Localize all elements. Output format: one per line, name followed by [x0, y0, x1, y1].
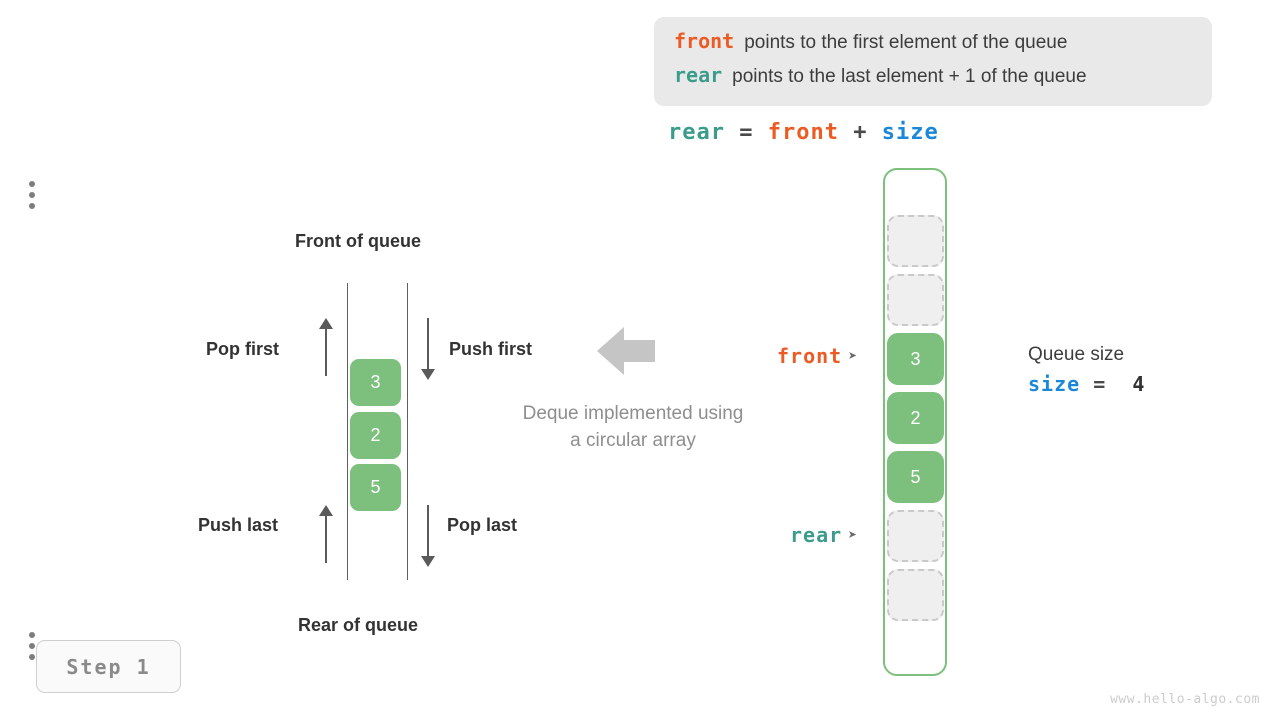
arrow-up-icon-pop-first — [318, 318, 334, 376]
step-badge: Step 1 — [36, 640, 181, 693]
diagram-caption: Deque implemented using a circular array — [493, 400, 773, 454]
pointer-front: front ➤ — [777, 344, 858, 368]
array-slot-3: 2 — [887, 392, 944, 444]
caption-line-2: a circular array — [570, 430, 696, 451]
legend-text-front: points to the first element of the queue — [744, 32, 1068, 53]
formula-operand-size: size — [881, 120, 939, 145]
array-slot-5 — [887, 510, 944, 562]
deque-title-rear: Rear of queue — [298, 615, 419, 635]
array-slot-value: 3 — [910, 348, 921, 369]
left-arrow-icon — [597, 327, 655, 375]
deque-cell-0: 3 — [350, 359, 401, 406]
pointer-arrow-icon: ➤ — [848, 347, 859, 365]
size-value: 4 — [1132, 372, 1146, 396]
deque-rail-right — [407, 283, 408, 580]
pointer-arrow-icon: ➤ — [848, 526, 859, 544]
arrow-down-icon-pop-last — [420, 505, 436, 567]
queue-size-title: Queue size — [1028, 344, 1125, 365]
vertical-ellipsis-icon-bottom — [0, 632, 64, 660]
formula-rear-equals-front-plus-size: rear = front + size — [668, 120, 939, 145]
vertical-ellipsis-icon-top — [0, 181, 64, 209]
op-label-push-last: Push last — [198, 515, 279, 535]
deque-cell-1: 2 — [350, 412, 401, 459]
size-variable: size — [1028, 372, 1081, 396]
pointer-front-label: front — [777, 344, 843, 368]
deque-cell-value: 3 — [370, 372, 381, 392]
legend-callout: front points to the first element of the… — [654, 17, 1212, 106]
legend-row-front: front points to the first element of the… — [674, 29, 1192, 63]
queue-size-readout: Queue size size = 4 — [1028, 344, 1145, 396]
array-slot-1 — [887, 274, 944, 326]
deque-cell-2: 5 — [350, 464, 401, 511]
op-label-push-first: Push first — [449, 339, 533, 359]
array-slot-6 — [887, 569, 944, 621]
legend-row-rear: rear points to the last element + 1 of t… — [674, 63, 1192, 97]
formula-equals: = — [739, 120, 754, 145]
size-equals: = — [1093, 372, 1107, 396]
legend-keyword-rear: rear — [674, 63, 723, 87]
array-slot-0 — [887, 215, 944, 267]
deque-rail-left — [347, 283, 348, 580]
formula-plus: + — [853, 120, 868, 145]
arrow-down-icon-push-first — [420, 318, 436, 380]
legend-text-rear: points to the last element + 1 of the qu… — [732, 66, 1087, 87]
formula-lhs: rear — [668, 120, 725, 145]
formula-operand-front: front — [767, 120, 839, 145]
queue-size-expression: size = 4 — [1028, 372, 1145, 396]
pointer-rear: rear ➤ — [790, 523, 858, 547]
pointer-rear-label: rear — [790, 523, 843, 547]
array-slot-value: 5 — [910, 466, 921, 487]
deque-cell-value: 2 — [370, 425, 381, 445]
watermark: www.hello-algo.com — [1110, 692, 1260, 707]
array-slot-value: 2 — [910, 407, 921, 428]
op-label-pop-first: Pop first — [206, 339, 280, 359]
arrow-up-icon-push-last — [318, 505, 334, 563]
deque-cell-value: 5 — [370, 477, 381, 497]
array-slot-4: 5 — [887, 451, 944, 503]
caption-line-1: Deque implemented using — [522, 403, 744, 424]
legend-keyword-front: front — [674, 29, 735, 53]
op-label-pop-last: Pop last — [447, 515, 518, 535]
deque-title-front: Front of queue — [295, 231, 421, 251]
array-slot-2: 3 — [887, 333, 944, 385]
